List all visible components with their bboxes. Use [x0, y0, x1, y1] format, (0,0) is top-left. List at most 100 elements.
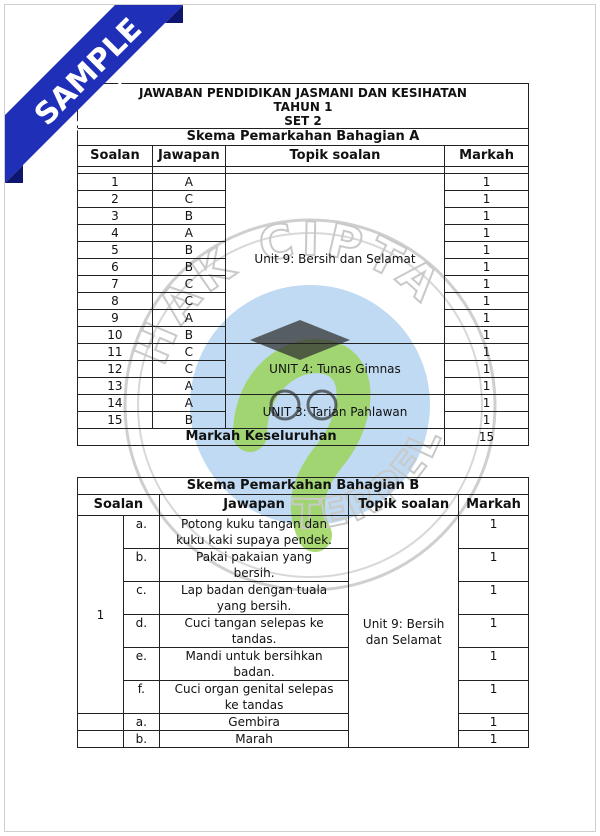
jawapan-cell: C	[151, 360, 226, 378]
markah-cell: 1	[444, 360, 529, 378]
topik-cell: Unit 9: Bersih dan Selamat	[224, 173, 446, 344]
markah-cell: 1	[458, 680, 529, 714]
answer-line: tandas.	[231, 632, 277, 646]
answer-line: yang bersih.	[216, 599, 292, 613]
topik-cell: UNIT 4: Tunas Gimnas	[224, 343, 446, 395]
document-page: HAK CIPTA TERPELIHARA JAWABAN PENDIDIKAN…	[4, 4, 596, 832]
col-topik: Topik soalan	[224, 145, 446, 167]
markah-cell: 1	[444, 326, 529, 344]
jawapan-cell: A	[151, 309, 226, 327]
jawapan-cell: C	[151, 343, 226, 361]
total-label: Markah Keseluruhan	[76, 428, 446, 446]
sub-question-cell: c.	[122, 581, 160, 615]
sub-question-cell: d.	[122, 614, 160, 648]
col-markah: Markah	[444, 145, 529, 167]
part-b-title: Skema Pemarkahan Bahagian B	[77, 477, 529, 495]
jawapan-cell: Potong kuku tangan dan kuku kaki supaya p…	[158, 515, 350, 549]
col-soalan-b: Soalan	[77, 494, 160, 516]
jawapan-cell: Cuci organ genital selepas ke tandas	[158, 680, 350, 714]
soalan-cell: 14	[77, 394, 153, 412]
sub-question-cell: a.	[122, 515, 160, 549]
jawapan-cell: B	[151, 258, 226, 276]
soalan-cell: 1	[77, 515, 124, 714]
col-topik-b: Topik soalan	[348, 494, 460, 516]
soalan-cell: 4	[77, 224, 153, 242]
topic-line: Unit 9: Bersih	[362, 616, 445, 631]
markah-cell: 1	[444, 190, 529, 208]
soalan-cell: 8	[77, 292, 153, 310]
markah-cell: 1	[444, 411, 529, 429]
col-jawapan-b: Jawapan	[158, 494, 350, 516]
jawapan-cell: B	[151, 411, 226, 429]
markah-cell: 1	[444, 309, 529, 327]
soalan-cell: 13	[77, 377, 153, 395]
jawapan-cell: B	[151, 326, 226, 344]
marking-scheme-part-b: Skema Pemarkahan Bahagian B Soalan Jawap…	[77, 477, 529, 748]
sub-question-cell: b.	[122, 548, 160, 582]
answer-line: kuku kaki supaya pendek.	[176, 533, 332, 547]
markah-cell: 1	[444, 207, 529, 225]
answer-line: Potong kuku tangan dan	[181, 517, 328, 531]
answer-line: Cuci organ genital selepas	[174, 682, 334, 696]
topik-cell: UNIT 3: Tarian Pahlawan	[224, 394, 446, 429]
soalan-cell: 7	[77, 275, 153, 293]
col-markah-b: Markah	[458, 494, 529, 516]
markah-cell: 1	[444, 258, 529, 276]
answer-line: Mandi untuk bersihkan	[185, 649, 323, 663]
markah-cell: 1	[444, 173, 529, 191]
jawapan-cell: C	[151, 292, 226, 310]
markah-cell: 1	[444, 343, 529, 361]
soalan-cell	[77, 713, 124, 731]
answer-line: ke tandas	[224, 698, 284, 712]
marking-scheme-part-a: JAWABAN PENDIDIKAN JASMANI DAN KESIHATAN…	[76, 83, 529, 446]
jawapan-cell: Marah	[158, 730, 350, 748]
total-value: 15	[444, 428, 529, 446]
table-row: f. Cuci organ genital selepas ke tandas 1	[78, 680, 529, 714]
jawapan-cell: A	[151, 224, 226, 242]
jawapan-cell: A	[151, 377, 226, 395]
sub-question-cell: b.	[122, 730, 160, 748]
jawapan-cell: B	[151, 241, 226, 259]
col-soalan: Soalan	[77, 145, 153, 167]
jawapan-cell: A	[151, 394, 226, 412]
sub-question-cell: a.	[122, 713, 160, 731]
soalan-cell: 15	[77, 411, 153, 429]
answer-line: Marah	[235, 732, 273, 746]
header-line3: SET 2	[77, 114, 529, 129]
soalan-cell: 11	[77, 343, 153, 361]
header-line1: JAWABAN PENDIDIKAN JASMANI DAN KESIHATAN	[77, 83, 529, 100]
markah-cell: 1	[458, 548, 529, 582]
markah-cell: 1	[444, 275, 529, 293]
soalan-cell: 5	[77, 241, 153, 259]
sample-ribbon: SAMPLE SHOP.TESTPAPER.COM.MY	[5, 5, 183, 183]
soalan-cell: 10	[77, 326, 153, 344]
sub-question-cell: f.	[122, 680, 160, 714]
markah-cell: 1	[444, 292, 529, 310]
jawapan-cell: Lap badan dengan tuala yang bersih.	[158, 581, 350, 615]
answer-line: Lap badan dengan tuala	[180, 583, 328, 597]
table-row: b. Marah 1	[77, 730, 529, 748]
markah-cell: 1	[458, 730, 529, 748]
soalan-cell: 9	[77, 309, 153, 327]
markah-cell: 1	[458, 713, 529, 731]
jawapan-cell: C	[151, 275, 226, 293]
markah-cell: 1	[444, 224, 529, 242]
markah-cell: 1	[458, 614, 529, 648]
answer-line: bersih.	[233, 566, 275, 580]
